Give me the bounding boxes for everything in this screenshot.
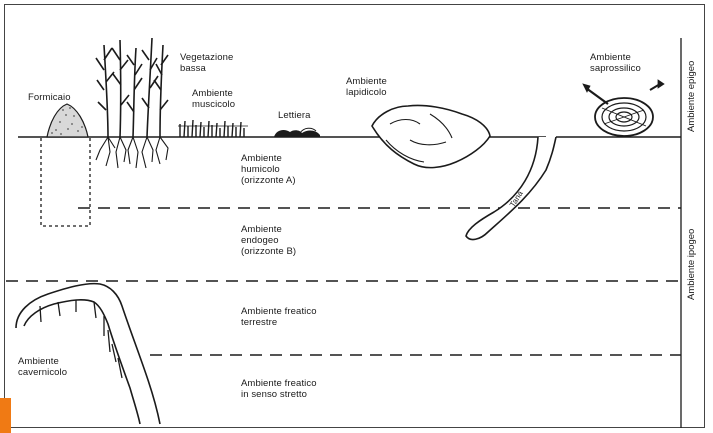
stone-illustration (372, 105, 490, 167)
label-lettiera: Lettiera (278, 110, 311, 121)
cave-illustration (16, 284, 160, 424)
label-formicaio: Formicaio (28, 92, 71, 103)
burrow-illustration (466, 137, 556, 239)
label-ambiente-cavernicolo: Ambiente cavernicolo (18, 356, 67, 378)
label-ambiente-epigeo: Ambiente epigeo (686, 61, 697, 132)
label-ambiente-lapidicolo: Ambiente lapidicolo (346, 76, 387, 98)
label-ambiente-freatico-stretto: Ambiente freatico in senso stretto (241, 378, 317, 400)
label-ambiente-humicolo: Ambiente humicolo (orizzonte A) (241, 153, 296, 186)
log-illustration (583, 80, 664, 136)
moss-illustration (178, 120, 248, 137)
orange-corner-block (0, 398, 11, 433)
label-ambiente-endogeo: Ambiente endogeo (orizzonte B) (241, 224, 296, 257)
leaf-litter-illustration (274, 128, 320, 137)
vegetation-illustration (96, 38, 168, 168)
label-ambiente-muscicolo: Ambiente muscicolo (192, 88, 235, 110)
label-ambiente-freatico-terrestre: Ambiente freatico terrestre (241, 306, 317, 328)
label-vegetazione-bassa: Vegetazione bassa (180, 52, 233, 74)
label-ambiente-ipogeo: Ambiente ipogeo (686, 229, 697, 300)
label-ambiente-saprossilico: Ambiente saprossilico (590, 52, 641, 74)
